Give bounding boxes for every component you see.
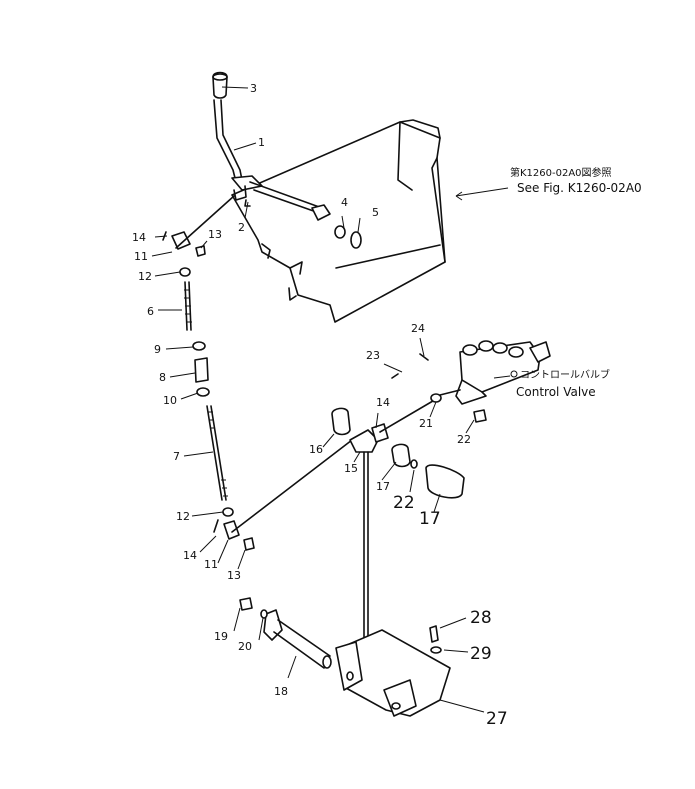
leader-lines: [151, 86, 511, 713]
callout-22: 21: [419, 417, 433, 430]
frame-panel: [231, 119, 446, 323]
callout-1: 1: [258, 136, 265, 149]
callout-26: 22: [393, 493, 415, 513]
callout-20: 19: [214, 630, 228, 643]
callout-4: 4: [341, 196, 348, 209]
callout-10: 10: [163, 394, 177, 407]
see-fig-jp-note: 第K1260-02A0図参照: [510, 166, 612, 179]
callout-15: 14: [376, 396, 390, 409]
callout-8: 8: [159, 371, 166, 384]
control-valve-en-note: Control Valve: [516, 385, 596, 399]
callout-14-lower: 14: [183, 549, 197, 562]
pedal-pin-assembly: [239, 597, 332, 669]
reference-notes: 第K1260-02A0図参照 See Fig. K1260-02A0 コントロー…: [510, 166, 642, 399]
callout-5: 5: [372, 206, 379, 219]
callout-29: 29: [470, 644, 492, 664]
callout-25: 24: [411, 322, 425, 335]
callout-28: 28: [470, 608, 492, 628]
callout-27: 27: [486, 709, 508, 729]
callout-19: 18: [274, 685, 288, 698]
callout-11-lower: 11: [204, 558, 218, 571]
callout-13-upper: 13: [208, 228, 222, 241]
callout-16: 15: [344, 462, 358, 475]
callout-13-lower: 13: [227, 569, 241, 582]
callout-24: 23: [366, 349, 380, 362]
rod-assembly: [162, 195, 353, 551]
callout-11-upper: 11: [134, 250, 148, 263]
pedal-assembly: [335, 625, 451, 717]
callout-17-left: 16: [309, 443, 323, 456]
callout-17-right: 17: [376, 480, 390, 493]
control-valve: [391, 340, 551, 423]
lever-assembly: [212, 71, 362, 249]
callout-9: 9: [154, 343, 161, 356]
callout-21: 20: [238, 640, 252, 653]
callout-2: 2: [238, 221, 245, 234]
callout-6: 6: [147, 305, 154, 318]
callout-labels: 3 1 2 4 5 14 13 11 12 6 9 8 10 7 12 14 1…: [132, 82, 508, 729]
callout-12-upper: 12: [138, 270, 152, 283]
callout-7: 7: [173, 450, 180, 463]
control-valve-jp-note: コントロールバルブ: [520, 368, 610, 381]
callout-12-lower: 12: [176, 510, 190, 523]
see-fig-en-note: See Fig. K1260-02A0: [517, 181, 642, 195]
note-marker-icon: [510, 370, 518, 378]
callout-18: 17: [419, 509, 441, 529]
bellcrank-assembly: [331, 397, 465, 663]
callout-3: 3: [250, 82, 257, 95]
callout-23: 22: [457, 433, 471, 446]
callout-14-upper: 14: [132, 231, 146, 244]
